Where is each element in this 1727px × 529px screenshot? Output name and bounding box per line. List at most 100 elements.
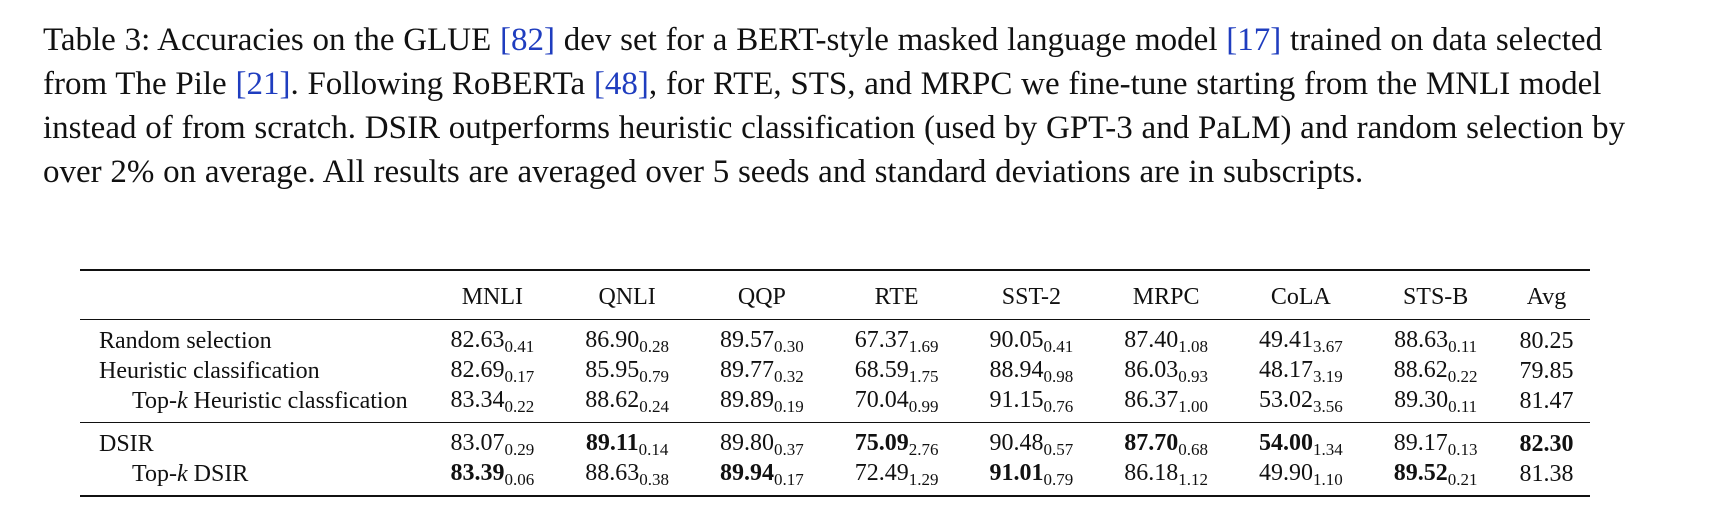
method-name-cell: Random selection [80, 320, 425, 357]
score-value: 86.03 [1124, 357, 1179, 383]
table-caption: Table 3: Accuracies on the GLUE [82] dev… [43, 18, 1643, 194]
std-dev-subscript: 3.67 [1313, 337, 1343, 356]
std-dev-subscript: 0.57 [1043, 440, 1074, 459]
std-dev-subscript: 0.37 [774, 440, 804, 459]
std-dev-subscript: 0.99 [908, 397, 939, 416]
score-cell: 88.940.98 [964, 356, 1099, 386]
std-dev-subscript: 0.41 [1043, 337, 1074, 356]
score-cell: 70.040.99 [829, 386, 964, 423]
score-value: 89.57 [720, 327, 774, 353]
std-dev-subscript: 0.79 [639, 367, 669, 386]
score-value: 89.80 [720, 430, 774, 456]
score-cell: 90.050.41 [964, 320, 1099, 356]
caption-text-4: . Following RoBERTa [290, 66, 594, 102]
score-value: 54.00 [1259, 430, 1313, 456]
std-dev-subscript: 0.17 [774, 470, 804, 489]
std-dev-subscript: 0.38 [639, 470, 669, 489]
score-cell: 83.340.22 [425, 386, 560, 423]
method-name-cell: Heuristic classification [80, 356, 425, 386]
std-dev-subscript: 1.08 [1178, 337, 1208, 356]
score-cell: 89.890.19 [695, 386, 830, 423]
method-name: DSIR [99, 430, 154, 457]
method-name: Top- [132, 387, 177, 414]
score-cell: 89.170.13 [1368, 423, 1503, 459]
std-dev-subscript: 3.56 [1313, 397, 1343, 416]
score-cell: 88.630.38 [560, 459, 695, 496]
score-cell: 86.030.93 [1099, 356, 1234, 386]
header-cell: MRPC [1132, 283, 1200, 310]
caption-text-2: dev set for a BERT-style masked language… [555, 22, 1227, 58]
citation-link-glue[interactable]: [82] [500, 22, 556, 58]
score-value: 81.47 [1519, 387, 1574, 414]
std-dev-subscript: 0.28 [639, 337, 669, 356]
score-cell: 89.570.30 [695, 320, 830, 356]
header-row: MNLI QNLI QQP RTE SST-2 MRPC CoLA STS-B … [80, 270, 1590, 320]
results-table-container: MNLI QNLI QQP RTE SST-2 MRPC CoLA STS-B … [80, 269, 1590, 497]
std-dev-subscript: 0.17 [504, 367, 535, 386]
citation-link-pile[interactable]: [21] [235, 66, 291, 102]
std-dev-subscript: 0.22 [1447, 367, 1478, 386]
score-value: 91.01 [989, 460, 1044, 486]
method-name: Random selection [99, 327, 272, 354]
std-dev-subscript: 1.75 [908, 367, 939, 386]
score-value: 80.25 [1519, 327, 1574, 354]
std-dev-subscript: 0.29 [504, 440, 535, 459]
score-value: 82.69 [450, 357, 505, 383]
header-cell: MNLI [461, 283, 524, 310]
score-cell: 83.070.29 [425, 423, 560, 459]
score-cell: 89.800.37 [695, 423, 830, 459]
score-cell: 83.390.06 [425, 459, 560, 496]
score-cell: 89.300.11 [1368, 386, 1503, 423]
score-cell: 87.700.68 [1099, 423, 1234, 459]
score-value: 81.38 [1519, 460, 1574, 487]
score-cell: 80.25 [1503, 320, 1590, 357]
score-value: 88.63 [585, 460, 640, 486]
method-name-cell: DSIR [80, 423, 425, 460]
score-cell: 49.413.67 [1234, 320, 1369, 356]
method-name-suffix: Heuristic classfication [187, 387, 408, 414]
score-cell: 82.690.17 [425, 356, 560, 386]
caption-text-5: , for RTE, STS, and MRPC we fine-tune st… [43, 66, 1626, 190]
score-value: 89.77 [720, 357, 774, 383]
score-value: 88.94 [989, 357, 1044, 383]
std-dev-subscript: 0.06 [504, 470, 535, 489]
std-dev-subscript: 0.76 [1043, 397, 1074, 416]
score-value: 89.30 [1394, 387, 1449, 413]
score-value: 53.02 [1259, 387, 1313, 413]
std-dev-subscript: 2.76 [908, 440, 939, 459]
header-cell: QQP [737, 283, 786, 310]
score-value: 48.17 [1259, 357, 1313, 383]
std-dev-subscript: 0.32 [774, 367, 804, 386]
method-name: Heuristic classification [99, 357, 320, 384]
method-name-cell: Top-k Heuristic classfication [80, 386, 425, 423]
caption-text-3: trained on data selected from The Pile [43, 22, 1603, 102]
citation-link-bert[interactable]: [17] [1226, 22, 1282, 58]
score-value: 49.90 [1259, 460, 1313, 486]
score-value: 85.95 [585, 357, 640, 383]
caption-text-1: Table 3: Accuracies on the GLUE [43, 22, 501, 58]
score-cell: 86.900.28 [560, 320, 695, 356]
std-dev-subscript: 0.93 [1178, 367, 1208, 386]
citation-link-roberta[interactable]: [48] [593, 66, 649, 102]
score-cell: 49.901.10 [1234, 459, 1369, 496]
score-cell: 75.092.76 [829, 423, 964, 459]
score-cell: 68.591.75 [829, 356, 964, 386]
score-value: 86.37 [1124, 387, 1179, 413]
header-cell: SST-2 [1001, 283, 1061, 310]
std-dev-subscript: 0.19 [774, 397, 804, 416]
score-cell: 88.620.24 [560, 386, 695, 423]
score-value: 89.11 [585, 430, 639, 456]
score-value: 89.89 [720, 387, 774, 413]
score-value: 67.37 [854, 327, 909, 353]
score-value: 83.07 [450, 430, 505, 456]
score-value: 49.41 [1259, 327, 1313, 353]
score-cell: 79.85 [1503, 356, 1590, 386]
score-cell: 89.520.21 [1368, 459, 1503, 496]
header-blank [80, 270, 425, 320]
score-value: 90.48 [989, 430, 1044, 456]
score-value: 68.59 [854, 357, 909, 383]
score-cell: 86.181.12 [1099, 459, 1234, 496]
score-value: 89.17 [1393, 430, 1448, 456]
